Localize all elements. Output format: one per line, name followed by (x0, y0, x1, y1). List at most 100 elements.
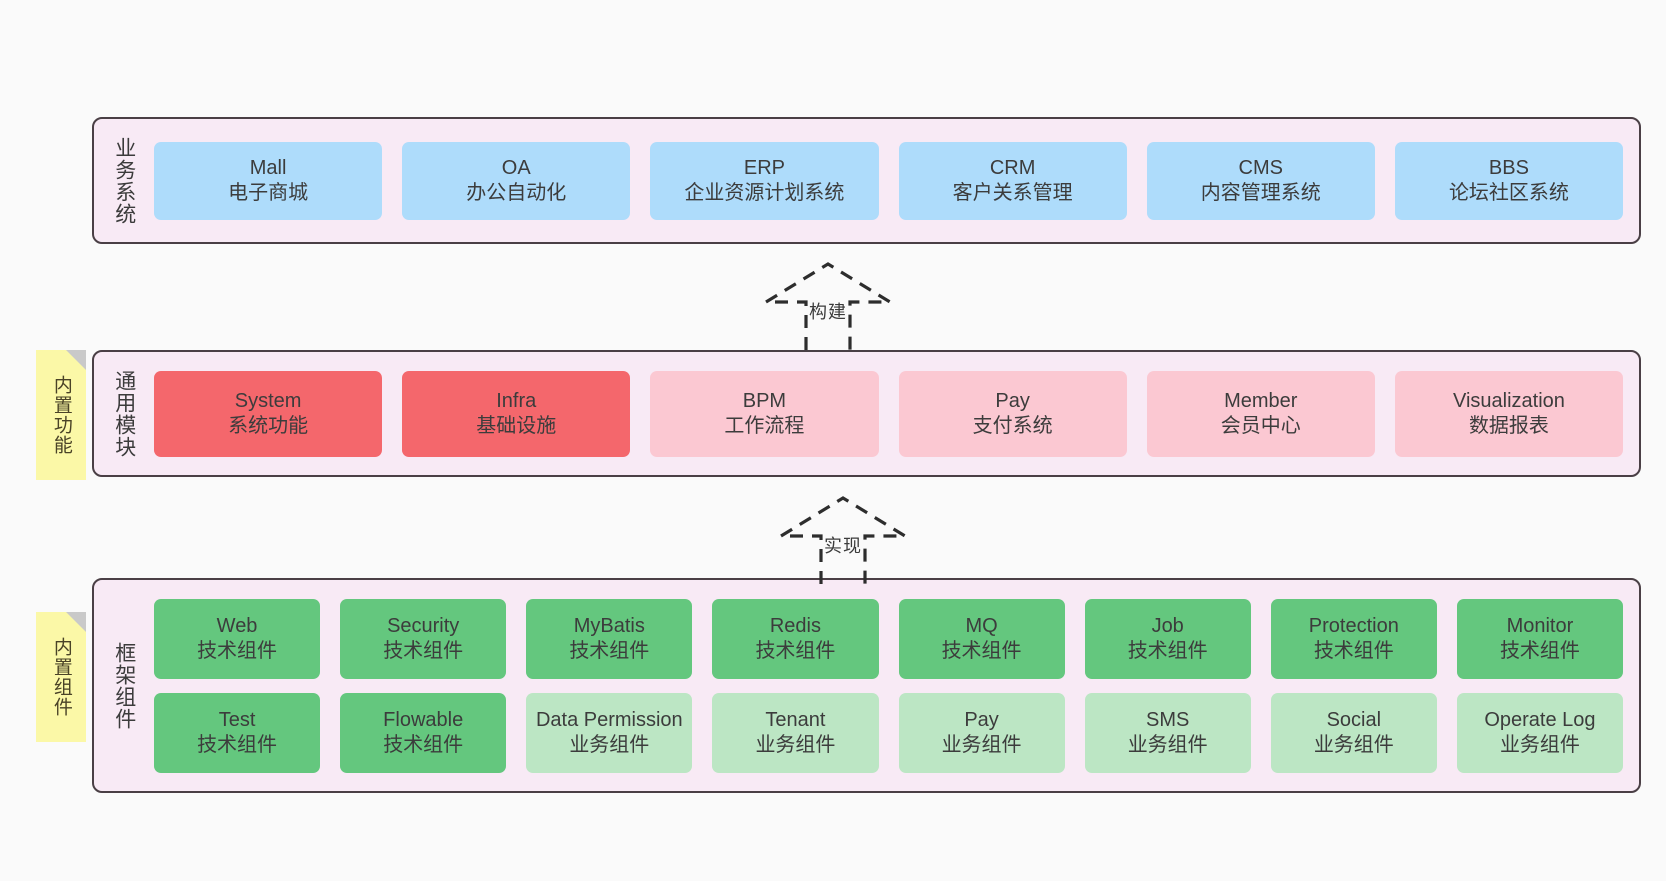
box-subtitle: 技术组件 (1313, 639, 1394, 662)
box-subtitle: 技术组件 (383, 733, 464, 756)
arrow-implement-label: 实现 (824, 536, 862, 556)
note-label: 内置组件 (50, 637, 72, 717)
box-mq[interactable]: MQ 技术组件 (898, 598, 1065, 679)
box-visualization[interactable]: Visualization 数据报表 (1394, 370, 1624, 457)
box-monitor[interactable]: Monitor 技术组件 (1456, 598, 1623, 679)
box-title: Operate Log (1484, 708, 1596, 731)
box-mybatis[interactable]: MyBatis 技术组件 (526, 598, 693, 679)
box-title: SMS (1146, 708, 1190, 731)
note-builtin-features: 内置功能 (36, 350, 86, 480)
box-subtitle: 业务组件 (1127, 733, 1208, 756)
box-bpm[interactable]: BPM 工作流程 (650, 370, 879, 457)
box-subtitle: 技术组件 (197, 733, 278, 756)
box-redis[interactable]: Redis 技术组件 (712, 598, 879, 679)
box-title: Pay (995, 389, 1030, 412)
layer-framework-components: 框架组件 Web 技术组件 Security 技术组件 MyBatis 技术组件… (92, 578, 1641, 793)
layer-title-business-systems: 业务系统 (112, 136, 136, 225)
box-subtitle: 技术组件 (569, 639, 650, 662)
box-member[interactable]: Member 会员中心 (1146, 370, 1375, 457)
row-tech-components: Web 技术组件 Security 技术组件 MyBatis 技术组件 Redi… (154, 598, 1623, 679)
row-business-components: Test 技术组件 Flowable 技术组件 Data Permission … (154, 692, 1623, 773)
box-title: CMS (1238, 156, 1283, 179)
box-title: ERP (743, 156, 785, 179)
box-pay-component[interactable]: Pay 业务组件 (898, 692, 1065, 773)
box-test[interactable]: Test 技术组件 (154, 692, 321, 773)
layer-body-business-systems: Mall 电子商城 OA 办公自动化 ERP 企业资源计划系统 CRM 客户关系… (142, 119, 1639, 242)
box-subtitle: 业务组件 (755, 733, 836, 756)
box-subtitle: 业务组件 (941, 733, 1022, 756)
box-subtitle: 企业资源计划系统 (684, 181, 845, 204)
box-subtitle: 技术组件 (755, 639, 836, 662)
note-fold-corner (66, 612, 86, 632)
box-subtitle: 技术组件 (941, 639, 1022, 662)
box-title: Mall (249, 156, 287, 179)
layer-body-common-modules: System 系统功能 Infra 基础设施 BPM 工作流程 Pay 支付系统… (142, 352, 1639, 475)
box-subtitle: 技术组件 (383, 639, 464, 662)
row-business-systems: Mall 电子商城 OA 办公自动化 ERP 企业资源计划系统 CRM 客户关系… (154, 141, 1624, 220)
box-title: Monitor (1506, 614, 1574, 637)
box-subtitle: 技术组件 (197, 639, 278, 662)
box-subtitle: 支付系统 (972, 414, 1053, 437)
box-title: Flowable (383, 708, 464, 731)
layer-common-modules: 通用模块 System 系统功能 Infra 基础设施 BPM 工作流程 Pay… (92, 350, 1641, 477)
box-protection[interactable]: Protection 技术组件 (1270, 598, 1437, 679)
box-title: Tenant (765, 708, 826, 731)
box-title: Redis (769, 614, 821, 637)
box-oa[interactable]: OA 办公自动化 (402, 141, 631, 220)
box-title: Data Permission (535, 708, 683, 731)
arrow-build: 构建 (748, 258, 908, 354)
box-infra[interactable]: Infra 基础设施 (402, 370, 631, 457)
box-crm[interactable]: CRM 客户关系管理 (898, 141, 1127, 220)
box-security[interactable]: Security 技术组件 (340, 598, 507, 679)
box-title: Job (1151, 614, 1184, 637)
box-subtitle: 业务组件 (1499, 733, 1580, 756)
layer-title-common-modules: 通用模块 (112, 369, 136, 458)
box-title: CRM (989, 156, 1036, 179)
note-fold-corner (66, 350, 86, 370)
arrow-build-label: 构建 (809, 302, 847, 322)
arrow-build-glyph (760, 262, 896, 350)
box-job[interactable]: Job 技术组件 (1084, 598, 1251, 679)
box-subtitle: 业务组件 (569, 733, 650, 756)
box-web[interactable]: Web 技术组件 (154, 598, 321, 679)
arrow-implement-glyph (775, 496, 911, 584)
box-title: Infra (496, 389, 537, 412)
box-sms[interactable]: SMS 业务组件 (1084, 692, 1251, 773)
box-bbs[interactable]: BBS 论坛社区系统 (1394, 141, 1624, 220)
layer-body-framework-components: Web 技术组件 Security 技术组件 MyBatis 技术组件 Redi… (142, 580, 1639, 791)
box-cms[interactable]: CMS 内容管理系统 (1146, 141, 1375, 220)
box-title: Web (216, 614, 258, 637)
row-common-modules: System 系统功能 Infra 基础设施 BPM 工作流程 Pay 支付系统… (154, 370, 1624, 457)
box-subtitle: 论坛社区系统 (1448, 181, 1569, 204)
box-erp[interactable]: ERP 企业资源计划系统 (650, 141, 879, 220)
box-title: MQ (965, 614, 998, 637)
note-label: 内置功能 (50, 375, 72, 455)
layer-title-framework-components: 框架组件 (112, 641, 136, 730)
box-title: Visualization (1452, 389, 1565, 412)
box-mall[interactable]: Mall 电子商城 (154, 141, 383, 220)
box-title: BPM (742, 389, 787, 412)
box-pay-module[interactable]: Pay 支付系统 (898, 370, 1127, 457)
box-subtitle: 数据报表 (1468, 414, 1549, 437)
box-social[interactable]: Social 业务组件 (1270, 692, 1437, 773)
box-system[interactable]: System 系统功能 (154, 370, 383, 457)
box-subtitle: 工作流程 (724, 414, 805, 437)
box-subtitle: 基础设施 (476, 414, 557, 437)
box-subtitle: 业务组件 (1313, 733, 1394, 756)
box-subtitle: 系统功能 (228, 414, 309, 437)
layer-business-systems: 业务系统 Mall 电子商城 OA 办公自动化 ERP 企业资源计划系统 CRM… (92, 117, 1641, 244)
box-title: OA (501, 156, 531, 179)
box-title: System (234, 389, 302, 412)
arrow-implement: 实现 (763, 492, 923, 588)
box-data-permission[interactable]: Data Permission 业务组件 (526, 692, 693, 773)
box-subtitle: 内容管理系统 (1200, 181, 1321, 204)
box-subtitle: 客户关系管理 (952, 181, 1073, 204)
box-title: Member (1224, 389, 1298, 412)
box-title: BBS (1488, 156, 1529, 179)
box-operate-log[interactable]: Operate Log 业务组件 (1456, 692, 1623, 773)
box-tenant[interactable]: Tenant 业务组件 (712, 692, 879, 773)
box-title: Security (387, 614, 460, 637)
box-title: Social (1326, 708, 1382, 731)
box-flowable[interactable]: Flowable 技术组件 (340, 692, 507, 773)
box-subtitle: 办公自动化 (466, 181, 567, 204)
